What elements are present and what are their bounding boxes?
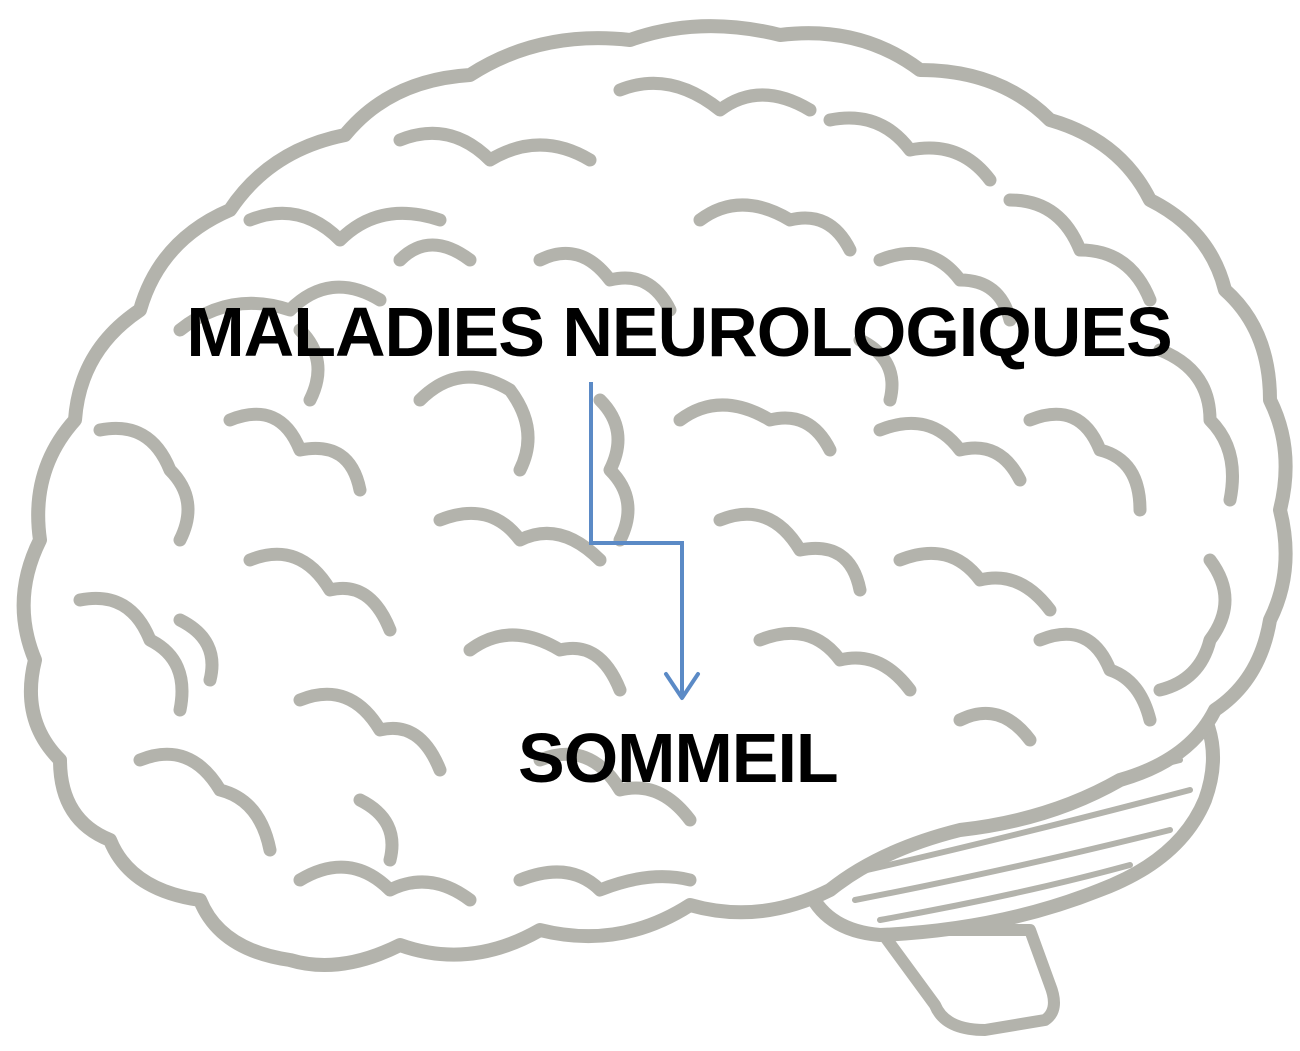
brain-stem-shape (880, 930, 1054, 1030)
target-label: SOMMEIL (518, 718, 838, 798)
source-label: MALADIES NEUROLOGIQUES (0, 292, 1300, 372)
